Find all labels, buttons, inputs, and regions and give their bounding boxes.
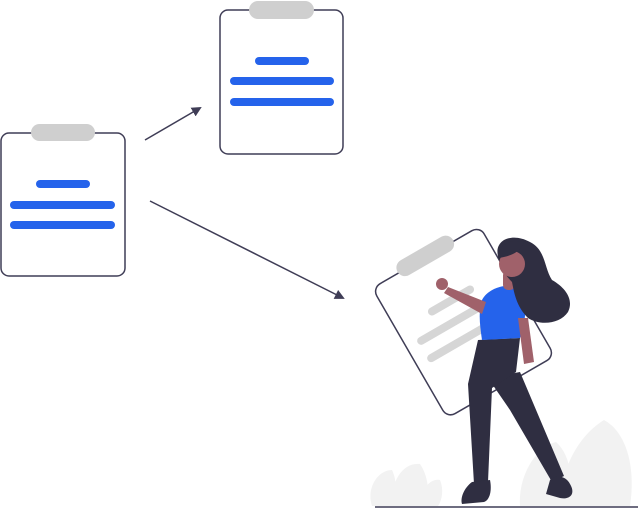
clipboard-held-clip	[396, 235, 455, 277]
clipboard-top-line-1	[255, 57, 309, 65]
clipboard-top-line-2	[230, 77, 334, 85]
arrow-to-person	[149, 200, 345, 299]
person-arm-back	[518, 318, 534, 364]
person-hand	[436, 278, 448, 290]
person-leg-back	[488, 372, 564, 482]
clipboard-top-line-3	[230, 98, 334, 106]
clipboard-left	[0, 124, 126, 277]
person-hair-front	[498, 240, 524, 258]
clipboard-left-line-3	[10, 221, 115, 229]
clipboard-left-clip	[31, 124, 95, 141]
person	[436, 237, 573, 504]
clipboard-left-line-1	[36, 180, 90, 188]
foliage-left	[370, 463, 443, 506]
clipboard-top	[219, 1, 344, 155]
person-shirt	[479, 285, 526, 340]
clipboard-left-line-2	[10, 201, 115, 209]
person-arm-front	[444, 287, 486, 314]
person-face	[499, 251, 525, 277]
person-shoe-back	[546, 476, 573, 499]
person-leg-front	[468, 338, 520, 484]
arrow-to-top-clipboard	[144, 106, 202, 141]
person-shoe-front	[461, 480, 491, 504]
clipboard-top-clip	[249, 1, 314, 19]
